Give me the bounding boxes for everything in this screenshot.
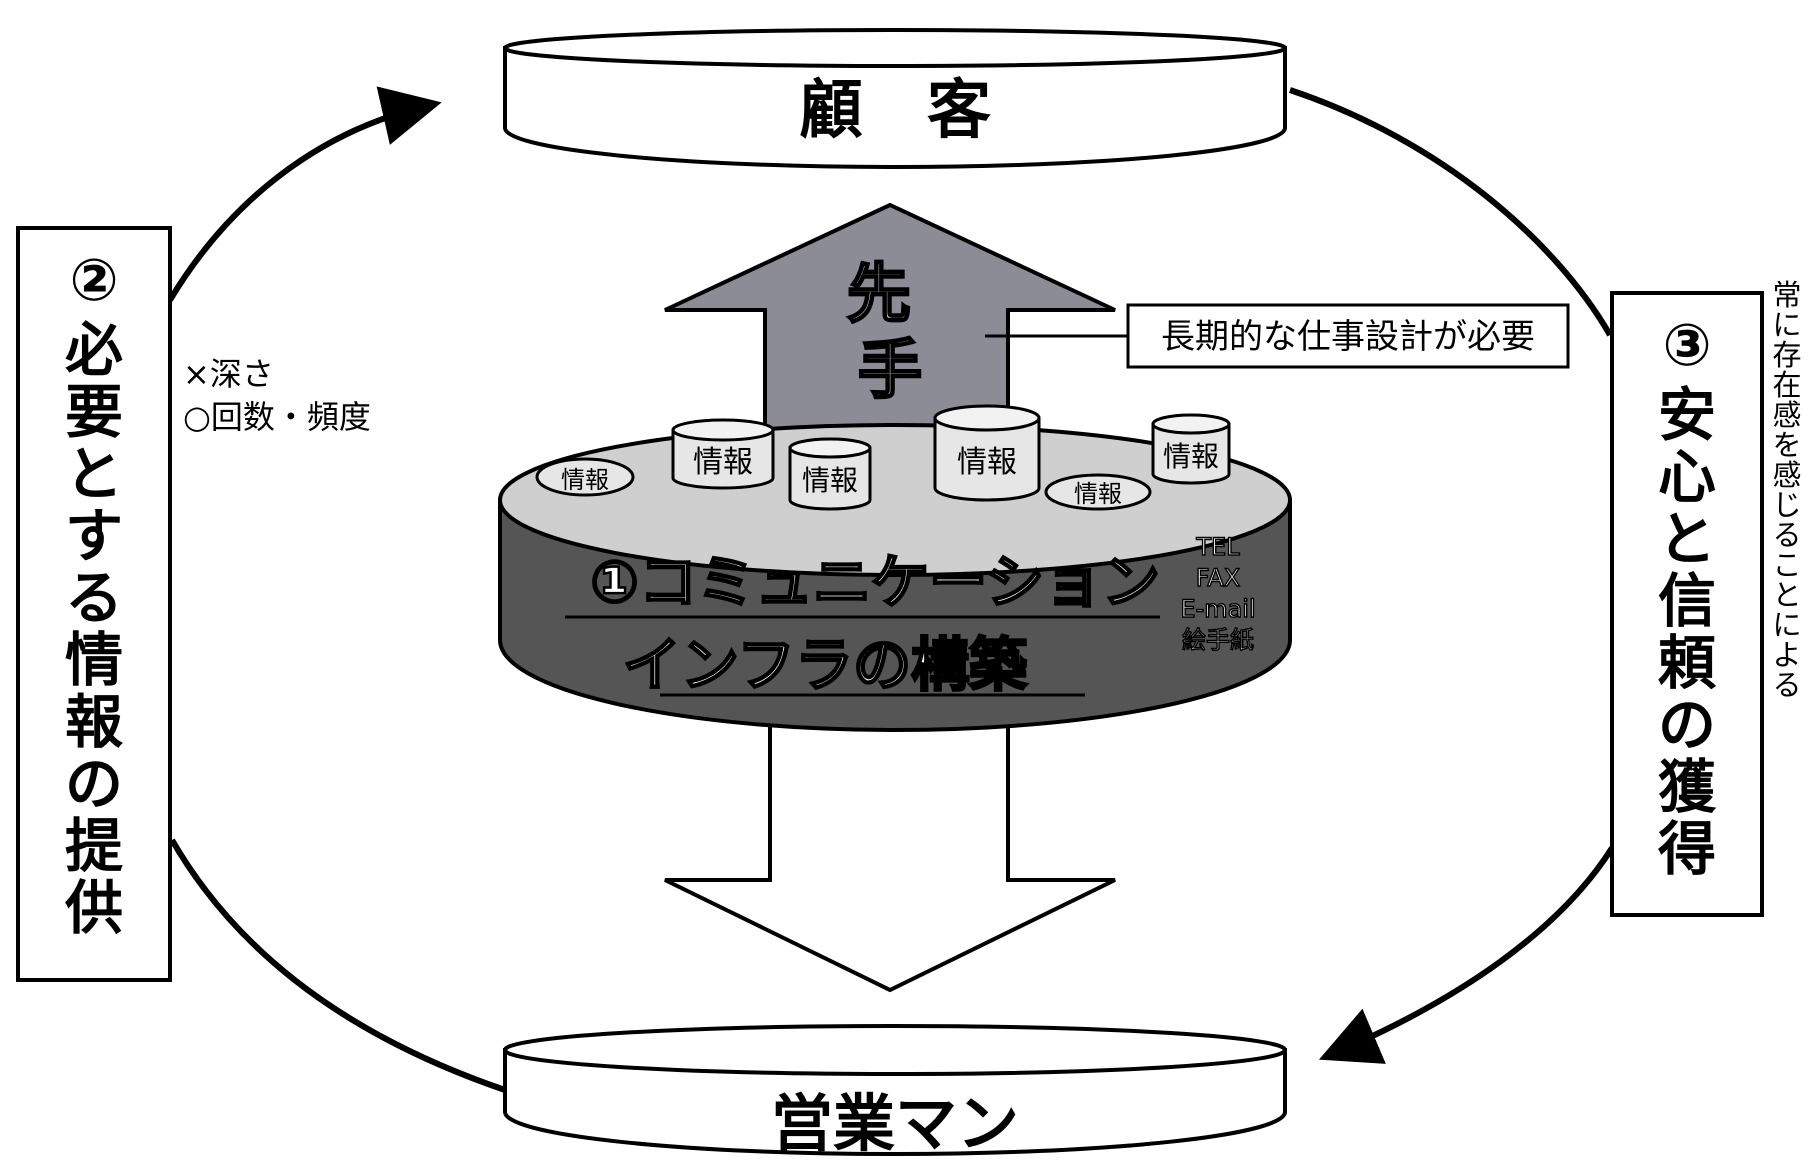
svg-text:情報: 情報 [561, 466, 609, 494]
customer-label: 顧 客 [799, 74, 991, 148]
right-note: 常に存在感を感じることによる [1772, 278, 1801, 702]
salesperson-label: 営業マン [771, 1087, 1019, 1160]
tool-picture-letter: 絵手紙 [1182, 626, 1254, 654]
svg-text:情報: 情報 [1074, 480, 1122, 508]
callout-text: 長期的な仕事設計が必要 [1161, 317, 1535, 357]
svg-text:情報: 情報 [957, 445, 1017, 480]
info-disc-flat-1: 情報 [535, 457, 635, 497]
info-can-1: 情報 [671, 418, 775, 490]
info-can-2: 情報 [788, 437, 872, 511]
left-note-frequency: ○回数・頻度 [183, 398, 371, 436]
svg-text:情報: 情報 [802, 464, 858, 497]
salesperson-disc: 営業マン [503, 1024, 1287, 1160]
down-arrow [664, 700, 1116, 993]
left-note-depth: ×深さ [183, 355, 274, 393]
info-can-3: 情報 [933, 404, 1041, 502]
arc-left-upper [167, 86, 442, 302]
info-can-4: 情報 [1151, 413, 1231, 485]
svg-text:情報: 情報 [693, 445, 753, 480]
platform-title-line2: インフラの構築 [623, 631, 1028, 699]
left-box-text: 必要とする情報の提供 [64, 316, 123, 942]
arc-right-upper [1289, 87, 1613, 337]
left-box [16, 226, 172, 982]
info-disc-flat-2: 情報 [1044, 473, 1152, 511]
right-box [1610, 291, 1764, 917]
tool-fax: FAX [1196, 564, 1240, 592]
arc-right-lower [1318, 846, 1615, 1064]
arc-left-lower [169, 838, 506, 1093]
tool-tel: TEL [1195, 533, 1240, 561]
right-box-number: ③ [1662, 311, 1711, 379]
svg-text:情報: 情報 [1163, 440, 1219, 473]
communication-tools: TEL FAX E-mail 絵手紙 [1180, 532, 1257, 654]
up-arrow-label: 先 手 [847, 258, 933, 408]
tool-email: E-mail [1180, 595, 1255, 623]
customer-disc: 顧 客 [503, 28, 1287, 169]
left-box-number: ② [69, 246, 118, 314]
right-box-text: 安心と信頼の獲得 [1658, 381, 1717, 883]
callout-box [1126, 303, 1570, 369]
platform-title-line1: ①コミュニケーション [590, 548, 1160, 616]
